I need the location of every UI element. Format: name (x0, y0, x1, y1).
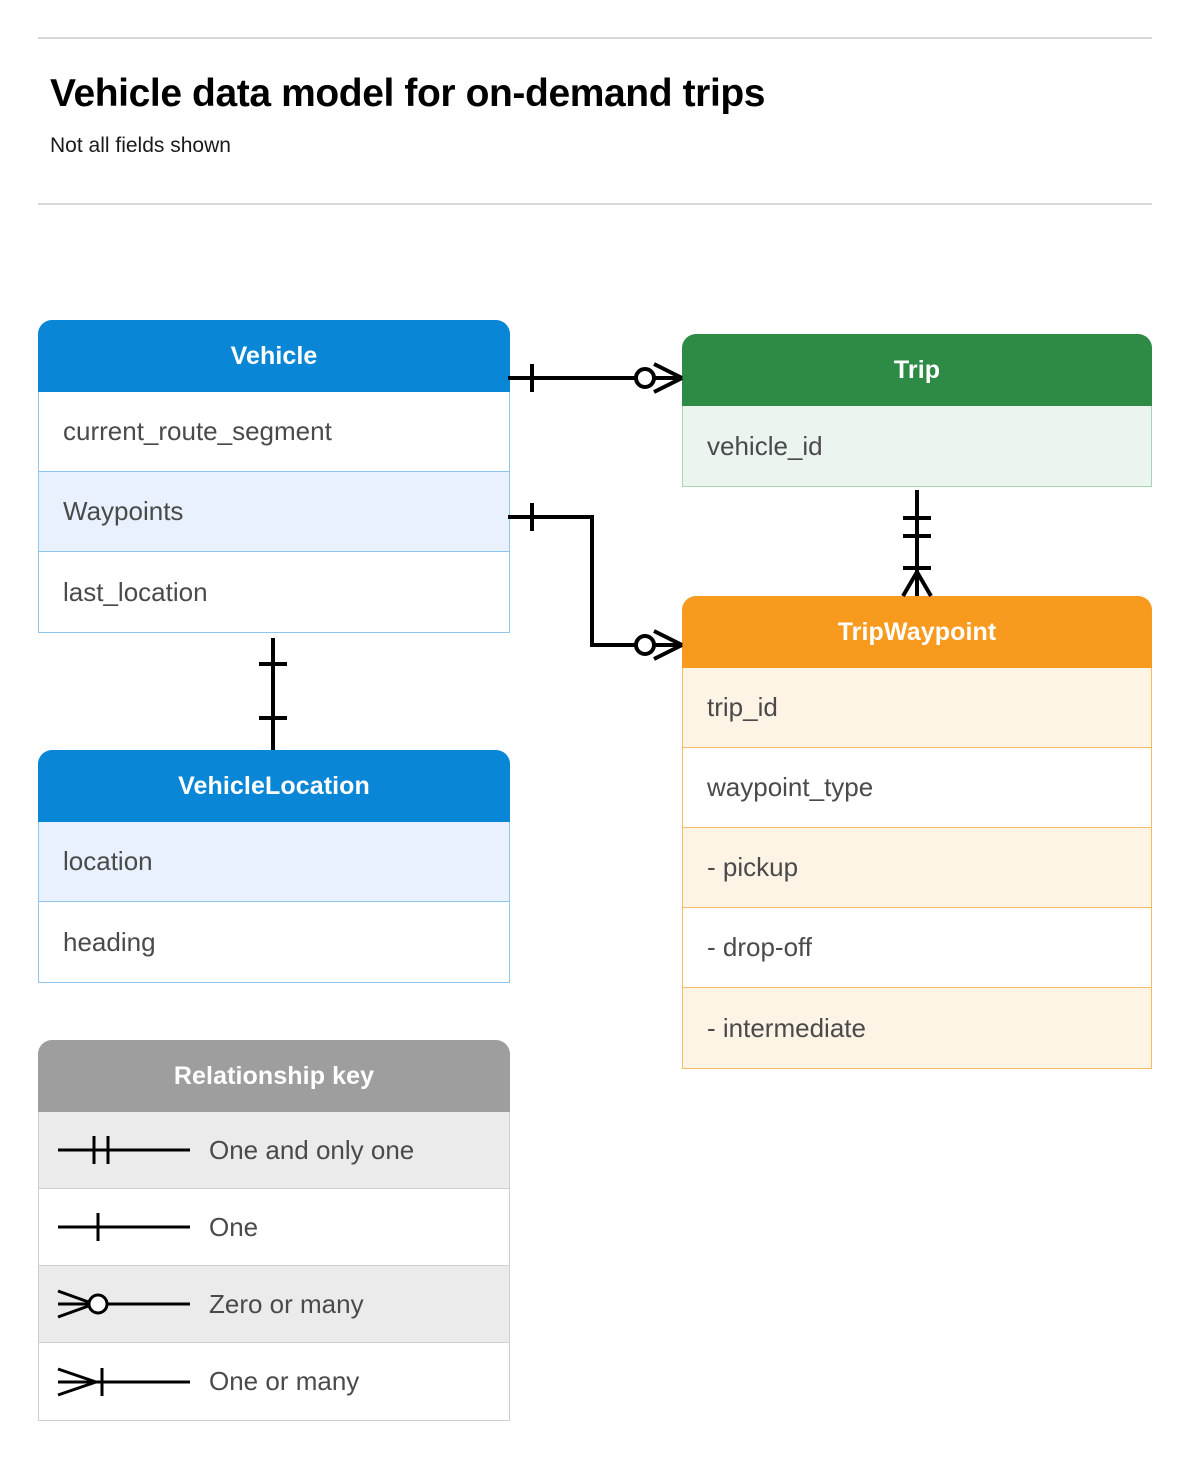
entity-vehicle[interactable]: Vehicle current_route_segment Waypoints … (38, 320, 510, 633)
field-row[interactable]: - intermediate (683, 988, 1151, 1068)
connector-vehicle-trip (508, 362, 683, 394)
entity-vehiclelocation-fields: location heading (38, 822, 510, 983)
one-and-only-one-icon (39, 1130, 209, 1170)
entity-vehicle-fields: current_route_segment Waypoints last_loc… (38, 392, 510, 633)
one-icon (39, 1207, 209, 1247)
entity-tripwaypoint[interactable]: TripWaypoint trip_id waypoint_type - pic… (682, 596, 1152, 1069)
field-row[interactable]: waypoint_type (683, 748, 1151, 828)
entity-trip-title: Trip (682, 334, 1152, 406)
entity-vehiclelocation-title: VehicleLocation (38, 750, 510, 822)
field-row[interactable]: last_location (39, 552, 509, 632)
field-row[interactable]: - pickup (683, 828, 1151, 908)
field-row[interactable]: trip_id (683, 668, 1151, 748)
legend-item: One (39, 1189, 509, 1266)
connector-trip-tripwaypoint (901, 490, 933, 598)
connector-vehicle-vehiclelocation (259, 638, 287, 750)
header-divider-bottom (38, 203, 1152, 205)
legend-item: One and only one (39, 1112, 509, 1189)
legend-item-label: One or many (209, 1366, 360, 1396)
relationship-key-legend: Relationship key One and only one One (38, 1040, 510, 1421)
field-row[interactable]: heading (39, 902, 509, 982)
legend-item-label: One and only one (209, 1134, 415, 1165)
legend-item: Zero or many (39, 1266, 509, 1343)
entity-vehicle-title: Vehicle (38, 320, 510, 392)
entity-trip-fields: vehicle_id (682, 406, 1152, 487)
legend-item-label: Zero or many (209, 1288, 364, 1319)
entity-vehiclelocation[interactable]: VehicleLocation location heading (38, 750, 510, 983)
header-divider-top (38, 37, 1152, 39)
zero-or-many-icon (39, 1284, 209, 1324)
entity-tripwaypoint-title: TripWaypoint (682, 596, 1152, 668)
legend-item-label: One (209, 1211, 259, 1242)
field-row[interactable]: vehicle_id (683, 406, 1151, 486)
field-row[interactable]: Waypoints (39, 472, 509, 552)
field-row[interactable]: location (39, 822, 509, 902)
legend-item: One or many (39, 1343, 509, 1420)
field-row[interactable]: current_route_segment (39, 392, 509, 472)
one-or-many-icon (39, 1362, 209, 1402)
legend-title: Relationship key (38, 1040, 510, 1112)
field-row[interactable]: - drop-off (683, 908, 1151, 988)
entity-trip[interactable]: Trip vehicle_id (682, 334, 1152, 487)
entity-tripwaypoint-fields: trip_id waypoint_type - pickup - drop-of… (682, 668, 1152, 1069)
page-title: Vehicle data model for on-demand trips (50, 72, 766, 115)
page-subtitle: Not all fields shown (50, 134, 231, 157)
legend-rows: One and only one One Zero (38, 1112, 510, 1421)
connector-waypoints-tripwaypoint (508, 503, 683, 661)
